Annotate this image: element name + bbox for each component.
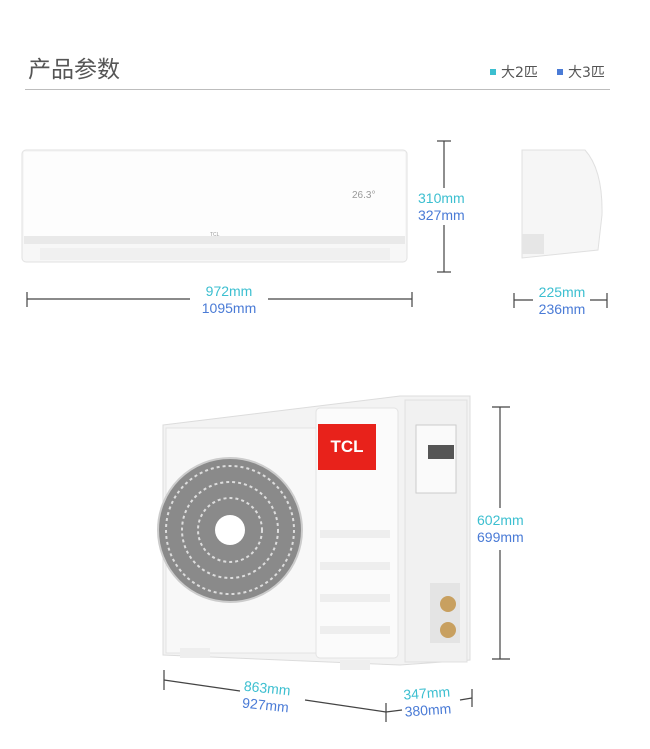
indoor-width-label: 972mm 1095mm (192, 283, 266, 317)
value-3hp: 699mm (477, 529, 524, 545)
value-3hp: 236mm (538, 301, 586, 317)
value-3hp: 1095mm (201, 300, 257, 316)
outdoor-width-label: 863mm 927mm (241, 678, 291, 717)
outdoor-unit-image (157, 395, 471, 670)
header-divider (25, 89, 610, 90)
value-2hp: 972mm (205, 283, 253, 299)
indoor-unit-front-image (21, 149, 408, 263)
legend-swatch (490, 69, 496, 75)
value-2hp: 602mm (477, 512, 524, 528)
indoor-depth-label: 225mm 236mm (534, 284, 590, 318)
indoor-brand-logo: TCL (210, 232, 220, 238)
indoor-unit-side-image (521, 149, 603, 259)
value-2hp: 225mm (538, 284, 586, 300)
legend-swatch (557, 69, 563, 75)
value-2hp: 310mm (418, 190, 465, 206)
legend-label: 大2匹 (501, 65, 538, 81)
outdoor-brand-logo: TCL (318, 424, 376, 470)
legend-item-2hp: 大2匹 (490, 62, 538, 82)
legend-label: 大3匹 (568, 65, 605, 81)
value-3hp: 327mm (418, 207, 465, 223)
indoor-height-label: 310mm 327mm (418, 190, 465, 224)
page-title: 产品参数 (28, 57, 120, 83)
legend-item-3hp: 大3匹 (557, 62, 605, 82)
dimension-lines (26, 140, 608, 722)
value-3hp: 380mm (404, 700, 452, 720)
outdoor-depth-label: 347mm 380mm (403, 683, 452, 720)
outdoor-height-label: 602mm 699mm (477, 512, 524, 546)
indoor-display: 26.3° (352, 190, 376, 201)
